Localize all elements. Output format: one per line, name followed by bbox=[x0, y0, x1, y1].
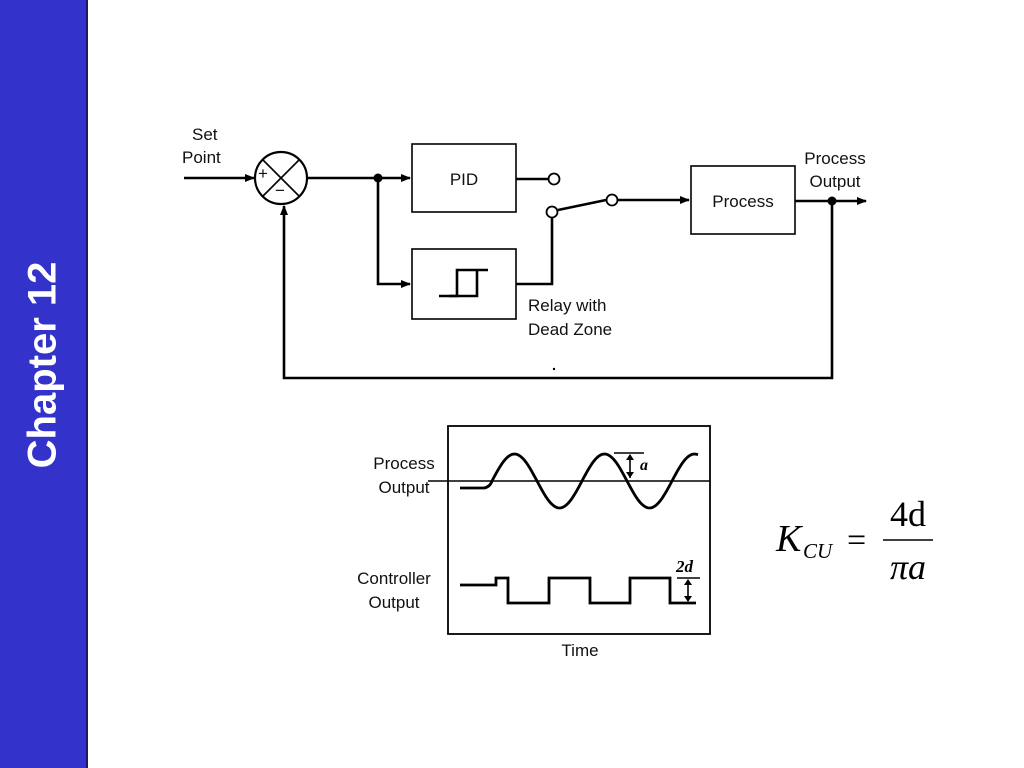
formula-symbol: K bbox=[775, 518, 803, 560]
output-label-line1: Process bbox=[804, 149, 865, 168]
amplitude-arrow-up bbox=[626, 454, 634, 460]
amplitude-arrow-down bbox=[626, 472, 634, 478]
minus-sign: − bbox=[275, 181, 285, 200]
relay-amplitude-label: 2d bbox=[675, 557, 694, 576]
relay-output-wire bbox=[516, 218, 554, 286]
waveform-plot: Process Output a Controller Output 2d Ti… bbox=[357, 425, 711, 660]
relay-amplitude-arrow-down bbox=[684, 596, 692, 602]
formula-equals: = bbox=[847, 522, 866, 559]
setpoint-label-line1: Set bbox=[192, 125, 218, 144]
switch-common-contact bbox=[605, 193, 619, 207]
process-label: Process bbox=[712, 192, 773, 211]
relay-block bbox=[411, 248, 517, 320]
sidebar: Chapter 12 bbox=[0, 0, 86, 768]
amplitude-label: a bbox=[640, 457, 648, 474]
block-diagram: Set Point + − PID Relay with Dead Zone bbox=[182, 125, 867, 380]
pid-label: PID bbox=[450, 170, 478, 189]
selector-switch-arm bbox=[557, 198, 607, 212]
relay-amplitude-arrow-up bbox=[684, 579, 692, 585]
stray-mark bbox=[552, 367, 556, 371]
process-output-label-line1: Process bbox=[373, 454, 434, 473]
sidebar-divider bbox=[86, 0, 88, 768]
pid-switch-contact bbox=[547, 172, 561, 186]
process-output-label-line2: Output bbox=[378, 478, 429, 497]
ultimate-gain-formula: K CU = 4d πa bbox=[775, 494, 933, 587]
relay-hysteresis-lower bbox=[449, 270, 479, 298]
output-label-line2: Output bbox=[809, 172, 860, 191]
controller-output-trace bbox=[460, 576, 696, 605]
relay-hysteresis-upper bbox=[439, 268, 488, 298]
plus-sign: + bbox=[258, 164, 268, 183]
summing-junction: + − bbox=[253, 150, 309, 206]
formula-denominator: πa bbox=[890, 547, 926, 587]
setpoint-label-line2: Point bbox=[182, 148, 221, 167]
controller-output-label-line1: Controller bbox=[357, 569, 431, 588]
formula-numerator: 4d bbox=[890, 494, 926, 534]
controller-output-label-line2: Output bbox=[368, 593, 419, 612]
process-output-trace bbox=[460, 452, 699, 510]
relay-label-line2: Dead Zone bbox=[528, 320, 612, 339]
formula-subscript: CU bbox=[803, 539, 834, 563]
to-relay-arrow bbox=[376, 178, 411, 288]
relay-switch-contact bbox=[545, 205, 559, 219]
plot-frame bbox=[447, 425, 711, 635]
relay-label-line1: Relay with bbox=[528, 296, 606, 315]
feedback-path bbox=[280, 201, 834, 380]
time-axis-label: Time bbox=[561, 641, 598, 660]
